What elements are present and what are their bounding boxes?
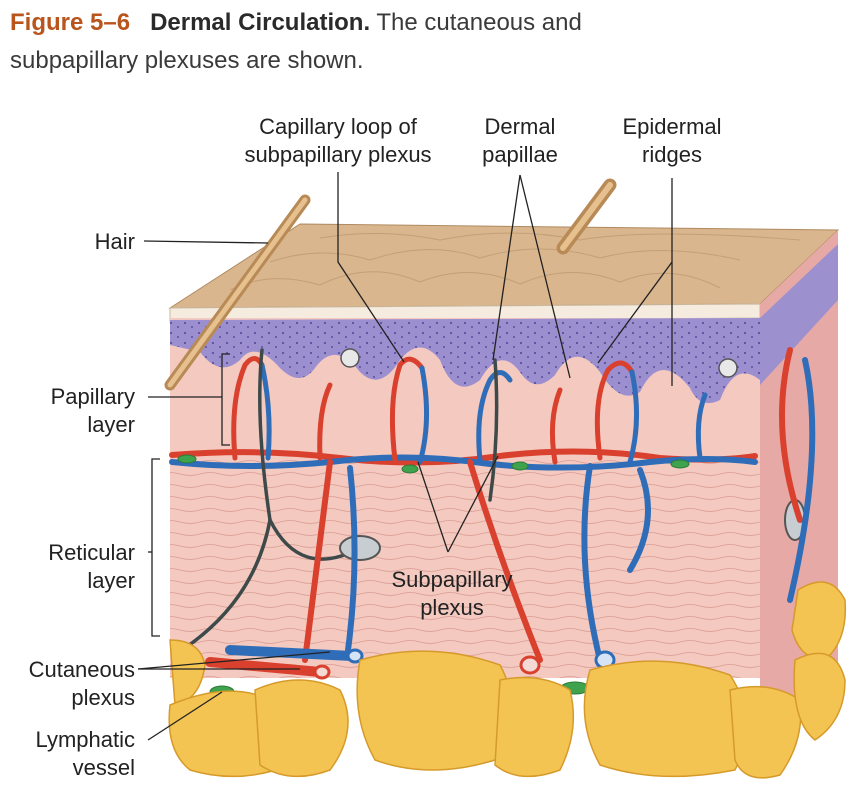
figure-title: Dermal Circulation. xyxy=(150,9,371,36)
descending-vessels xyxy=(302,347,816,663)
caption-text-1: The cutaneous and xyxy=(376,9,582,36)
label-reticular-layer: Reticular layer xyxy=(48,540,135,593)
label-subpapillary-plexus: Subpapillary plexus xyxy=(391,567,513,620)
touch-receptor xyxy=(339,535,381,561)
surface-texture xyxy=(229,232,801,291)
label-lymphatic-vessel: Lymphatic vessel xyxy=(35,727,135,780)
label-dermal-papillae: Dermal papillae xyxy=(482,114,558,167)
skin-surface xyxy=(168,223,840,309)
figure-number: Figure 5–6 xyxy=(10,9,131,36)
hair-shafts xyxy=(164,178,617,391)
subcutaneous-fat xyxy=(168,581,847,779)
label-epidermal-ridges: Epidermal ridges xyxy=(622,114,722,167)
label-papillary-layer: Papillary layer xyxy=(50,384,135,437)
label-capillary-loop: Capillary loop of subpapillary plexus xyxy=(244,114,432,167)
caption-text-2: subpapillary plexuses are shown. xyxy=(10,47,364,74)
capillary-loops xyxy=(231,356,708,465)
skin-side-epidermis xyxy=(760,244,838,385)
leader-lines xyxy=(137,172,673,741)
figure-caption: Figure 5–6 Dermal Circulation. The cutan… xyxy=(10,4,850,80)
label-cutaneous-plexus: Cutaneous plexus xyxy=(28,657,135,710)
lymphatic-vessels xyxy=(177,454,690,699)
label-hair: Hair xyxy=(94,229,135,254)
